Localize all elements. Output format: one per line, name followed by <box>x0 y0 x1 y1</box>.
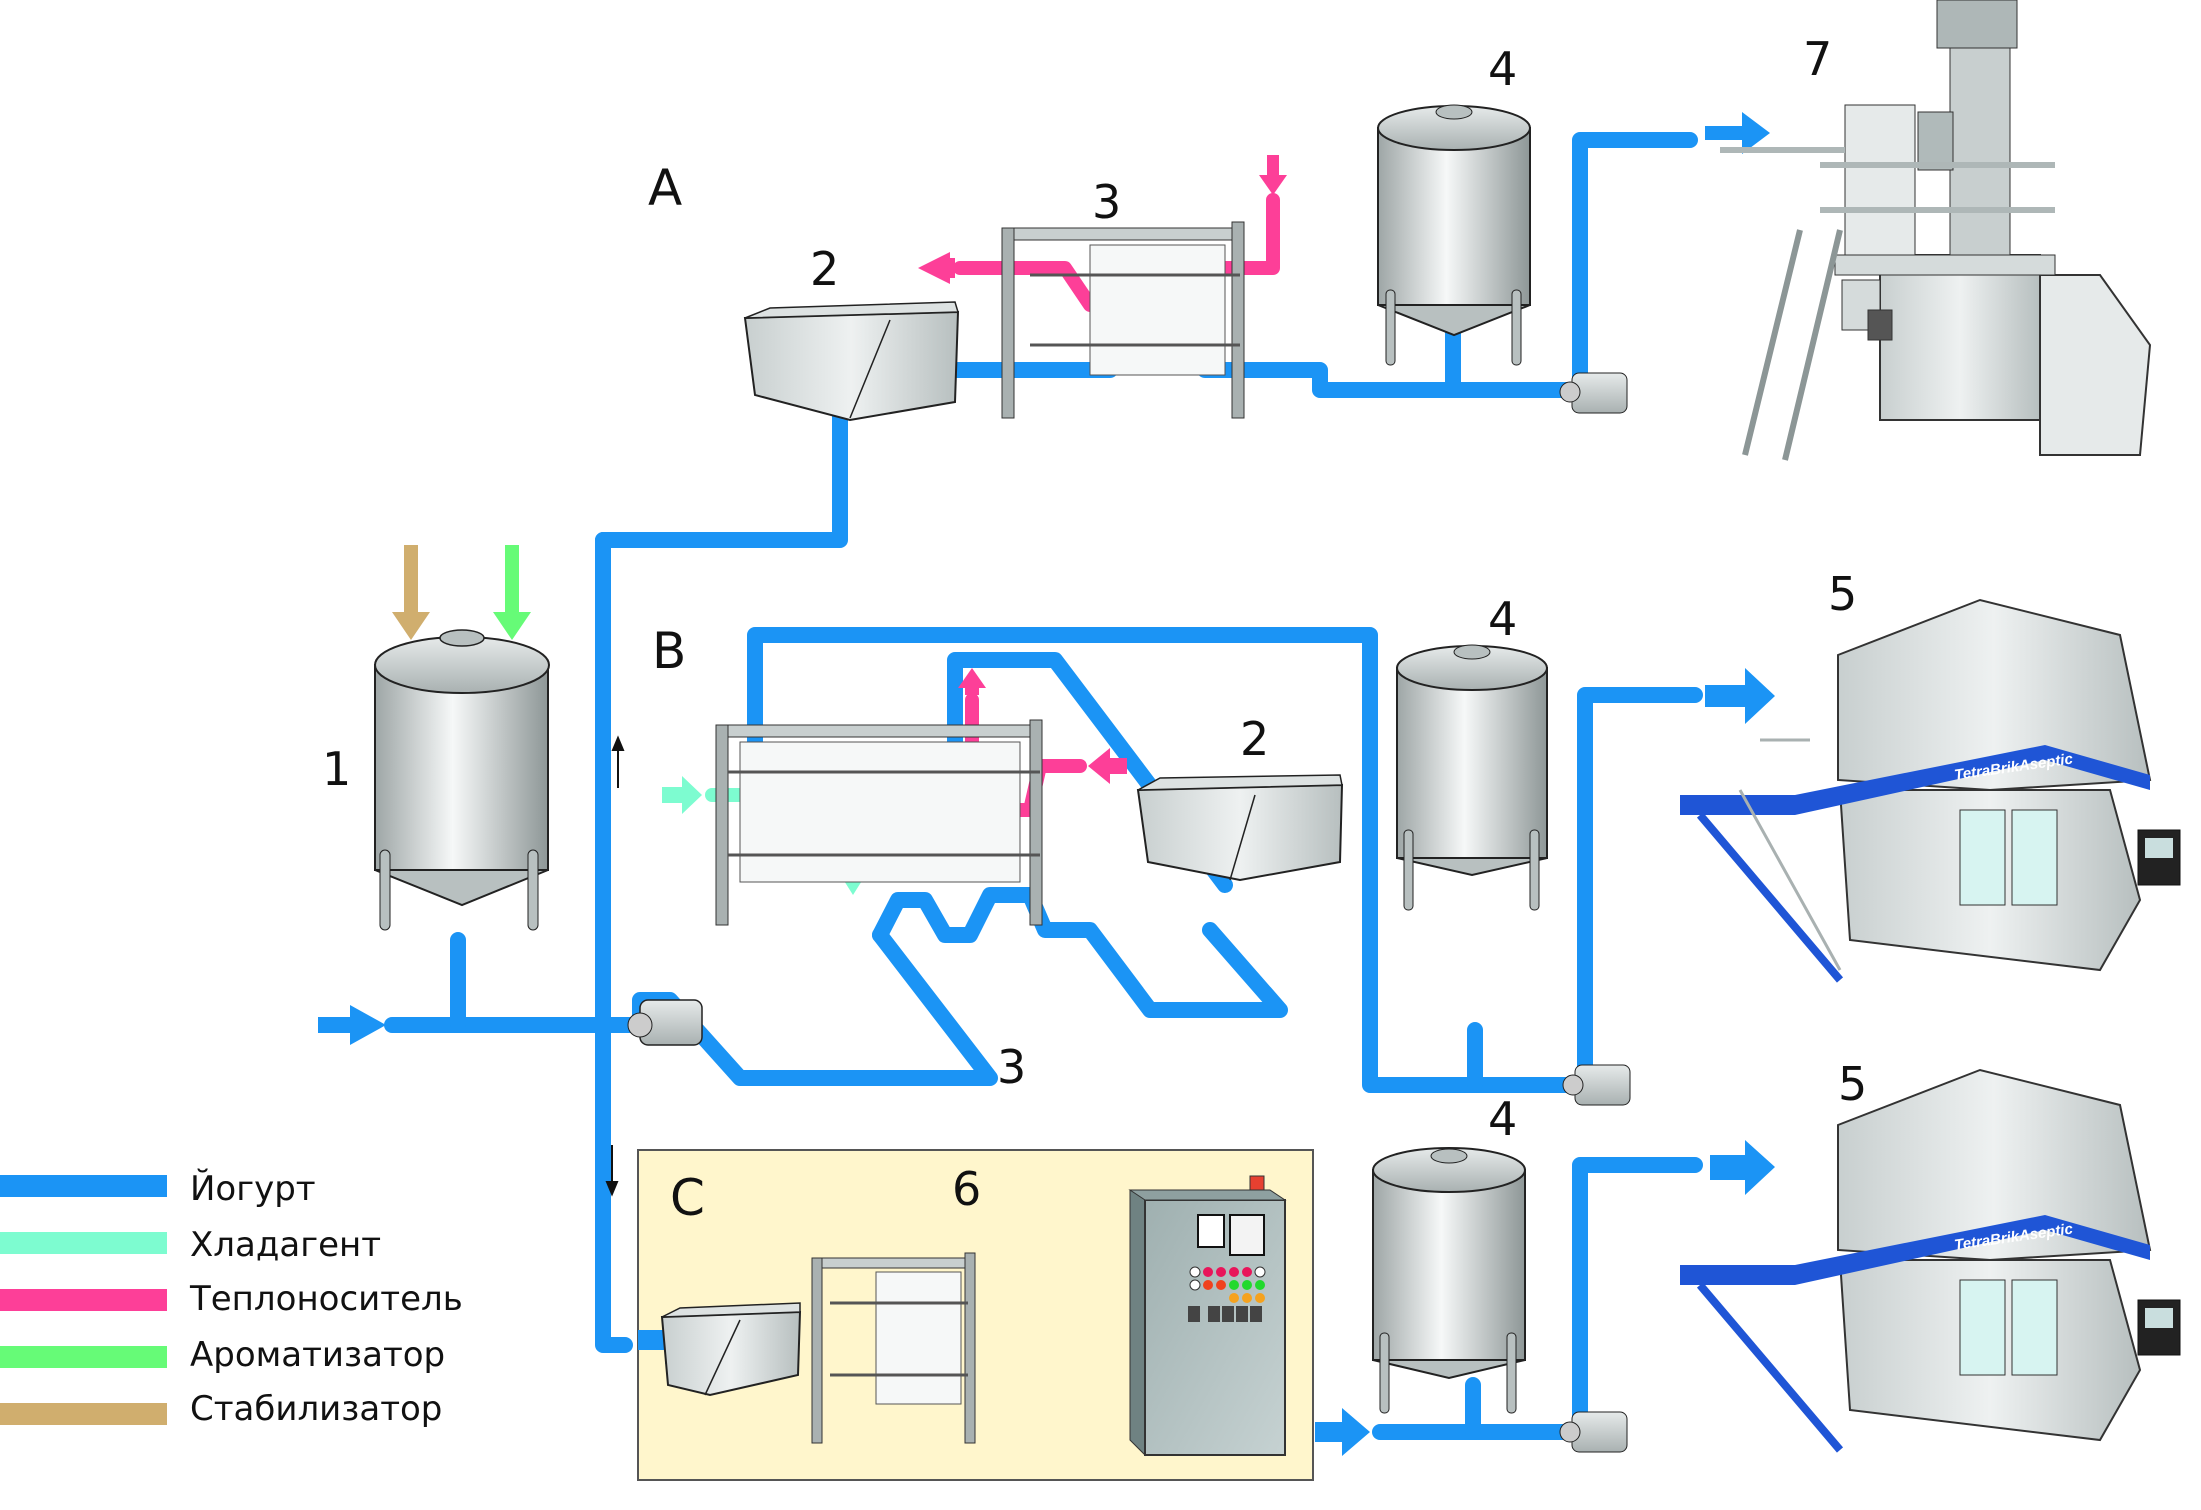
brand-band <box>1680 1215 2150 1285</box>
line-a-heat-out-arrow <box>918 252 955 284</box>
manifold-pipe <box>595 532 633 1353</box>
coolant-in-arrow <box>662 776 702 814</box>
line-b-balance-tank <box>1136 774 1344 882</box>
feed-pump <box>627 999 703 1046</box>
heat-carrier-arrows <box>918 155 1287 784</box>
filling-machine-5-line-b: TetraBrikAseptic <box>1680 598 2181 983</box>
brand-band <box>1680 745 2150 815</box>
label-1-mixing-tank: 1 <box>322 742 351 796</box>
line-b-hex-pipe <box>872 887 1288 1018</box>
line-a-aseptic-tank <box>1377 104 1531 366</box>
label-4-line-a: 4 <box>1488 42 1517 96</box>
legend-label-flavoring: Ароматизатор <box>190 1335 445 1375</box>
line-a-plate-heat-exchanger <box>1001 221 1245 419</box>
label-5-line-b: 5 <box>1828 567 1857 621</box>
line-b-pump-feed <box>632 927 998 1086</box>
legend-label-heat-carrier: Теплоноситель <box>189 1279 463 1319</box>
line-c-control-cabinet <box>1128 1175 1287 1457</box>
legend: Йогурт Хладагент Теплоноситель Ароматиза… <box>0 1168 463 1429</box>
legend-swatch-coolant <box>0 1232 167 1254</box>
line-b-plate-heat-exchanger <box>715 719 1043 926</box>
line-c-aseptic-tank <box>1372 1147 1526 1414</box>
line-c-out-arrow <box>1710 1140 1775 1195</box>
line-b-out-arrow <box>1705 668 1775 724</box>
line-a-balance-tank <box>743 301 960 422</box>
legend-swatch-stabilizer <box>0 1403 167 1425</box>
label-7-filler: 7 <box>1803 32 1832 86</box>
label-2-line-b: 2 <box>1240 712 1269 766</box>
stabilizer-arrow <box>392 545 430 640</box>
line-b-filler-pipe <box>1577 687 1703 1078</box>
inlet-arrow <box>318 1005 386 1045</box>
flavoring-arrow <box>493 545 531 640</box>
label-4-line-b: 4 <box>1488 592 1517 646</box>
line-c-mid-arrow <box>1315 1408 1370 1456</box>
line-c-pump <box>1559 1411 1628 1453</box>
legend-swatch-heat-carrier <box>0 1289 167 1311</box>
filling-machine-7 <box>1720 0 2152 461</box>
mixing-tank-1 <box>374 629 550 931</box>
legend-label-coolant: Хладагент <box>190 1225 381 1265</box>
manifold-direction-markers <box>605 735 625 1197</box>
label-2-line-a: 2 <box>810 242 839 296</box>
line-b-heat-out-arrow <box>958 668 986 695</box>
line-a-out-arrow <box>1705 112 1770 154</box>
legend-swatch-yogurt <box>0 1175 167 1197</box>
line-c-filler-pipe <box>1572 1157 1703 1428</box>
label-3-line-a: 3 <box>1092 175 1121 229</box>
line-a-riser-pipe <box>595 387 848 548</box>
line-c-plate-heat-exchanger-6 <box>811 1252 976 1444</box>
label-6-line-c: 6 <box>952 1162 981 1216</box>
section-c-label: C <box>670 1169 705 1227</box>
line-a-pump <box>1559 372 1628 414</box>
line-c-balance-tank <box>660 1302 802 1397</box>
filling-machine-5-line-c: TetraBrikAseptic <box>1680 1068 2181 1453</box>
line-b-heat-in-arrow <box>1088 748 1127 784</box>
legend-swatch-flavoring <box>0 1346 167 1368</box>
label-4-line-c: 4 <box>1488 1092 1517 1146</box>
label-5-line-c: 5 <box>1838 1057 1867 1111</box>
line-b-pump <box>1562 1064 1631 1106</box>
section-b-label: B <box>652 622 686 680</box>
line-a-heat-in-arrow <box>1259 155 1287 195</box>
legend-label-stabilizer: Стабилизатор <box>190 1389 442 1429</box>
label-3-line-b: 3 <box>997 1040 1026 1094</box>
indicator-lamps <box>1189 1266 1266 1303</box>
line-a-filler-pipe <box>1572 132 1698 388</box>
additive-arrows <box>392 545 531 640</box>
legend-label-yogurt: Йогурт <box>190 1168 316 1209</box>
line-b-aseptic-tank <box>1396 644 1548 911</box>
selector-switches <box>1188 1306 1262 1322</box>
section-a-label: A <box>648 159 682 217</box>
